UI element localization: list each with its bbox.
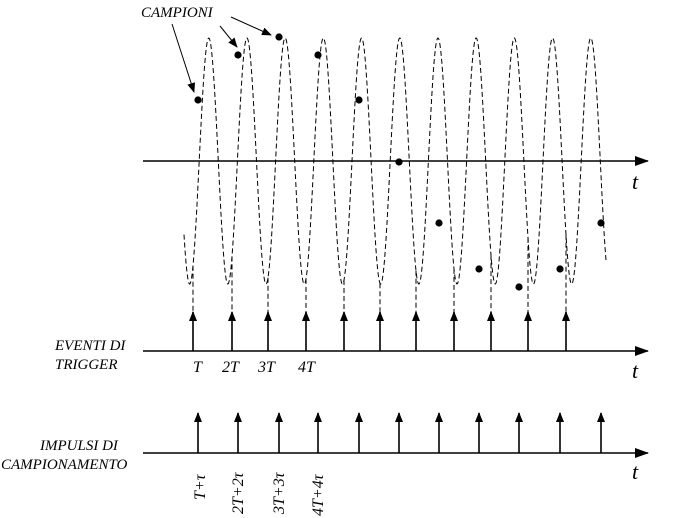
sample-point: [234, 51, 242, 59]
campioni-arrow-1: [171, 23, 196, 93]
sampling-tick-4: 4T+4τ: [310, 473, 327, 516]
sample-point: [395, 158, 403, 166]
sampling-tick-1: T+τ: [192, 473, 209, 500]
impulsi-label-line2: CAMPIONAMENTO: [1, 457, 128, 473]
trigger-tick-3T: 3T: [257, 359, 276, 376]
trigger-tick-T: T: [193, 359, 203, 376]
sampling-tick-2: 2T+2τ: [230, 471, 247, 514]
sample-point: [275, 33, 283, 41]
eventi-label-line1: EVENTI DI: [54, 338, 126, 354]
campioni-arrow-3: [230, 16, 272, 36]
sampling-tick-3: 3T+3τ: [271, 471, 288, 515]
sample-point: [355, 96, 363, 104]
sample-point: [597, 219, 605, 227]
impulsi-label-line1: IMPULSI DI: [39, 438, 119, 454]
eventi-label-line2: TRIGGER: [55, 357, 118, 373]
sample-point: [194, 96, 202, 104]
sample-points: [192, 33, 605, 315]
sampling-axis-label: t: [632, 459, 639, 484]
dashed-waveform: [183, 37, 607, 285]
campioni-label: CAMPIONI: [141, 5, 214, 21]
trigger-tick-2T: 2T: [222, 359, 240, 376]
trigger-axis-label: t: [632, 358, 639, 383]
signal-axis-label: t: [632, 169, 639, 194]
trigger-pulses: [189, 311, 570, 351]
sample-point: [556, 265, 564, 273]
sampling-pulses: [194, 412, 605, 453]
sample-point: [475, 265, 483, 273]
sample-point: [435, 219, 443, 227]
sample-point: [515, 283, 523, 291]
sample-point: [314, 51, 322, 59]
campioni-arrow-2: [219, 25, 238, 48]
trigger-tick-4T: 4T: [298, 359, 316, 376]
